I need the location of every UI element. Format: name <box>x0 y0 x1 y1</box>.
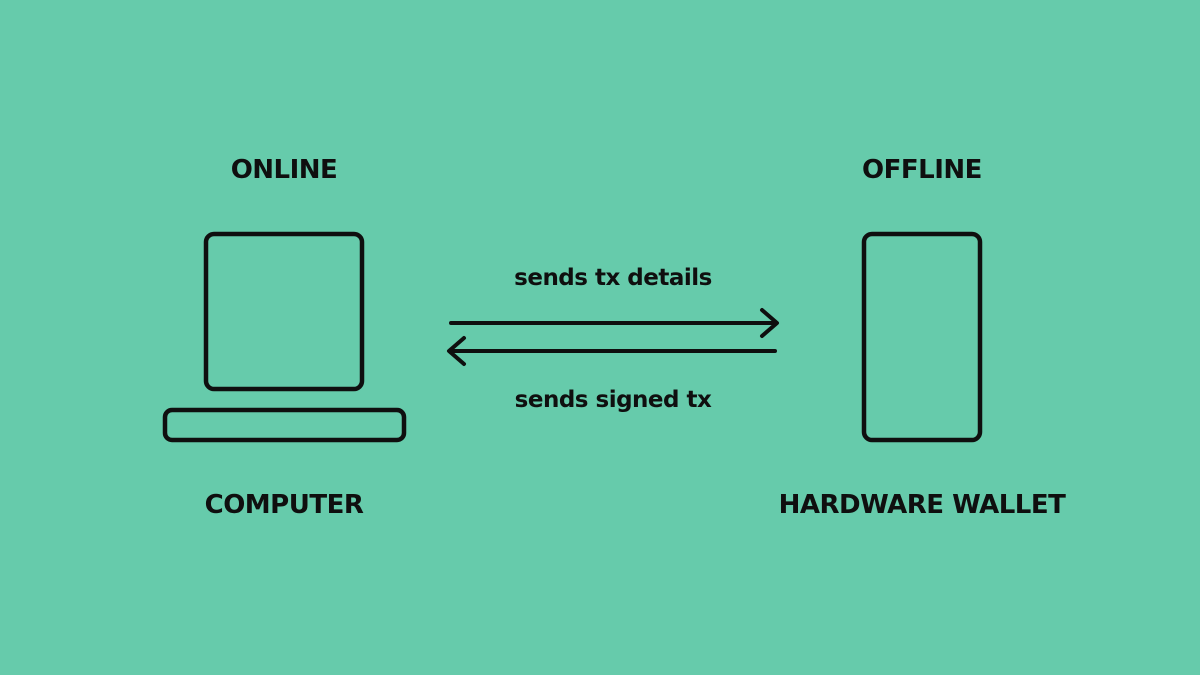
computer-label: COMPUTER <box>204 490 364 520</box>
hardware-wallet-label: HARDWARE WALLET <box>778 490 1066 520</box>
hardware-wallet-icon <box>861 231 983 443</box>
computer-monitor-icon <box>203 231 365 392</box>
offline-label: OFFLINE <box>862 155 982 185</box>
sends-signed-tx-label: sends signed tx <box>514 387 712 413</box>
online-label: ONLINE <box>230 155 338 185</box>
computer-keyboard-icon <box>162 407 407 443</box>
sends-tx-details-label: sends tx details <box>514 265 712 291</box>
arrow-to-wallet <box>449 308 779 338</box>
arrow-to-computer <box>447 336 777 366</box>
